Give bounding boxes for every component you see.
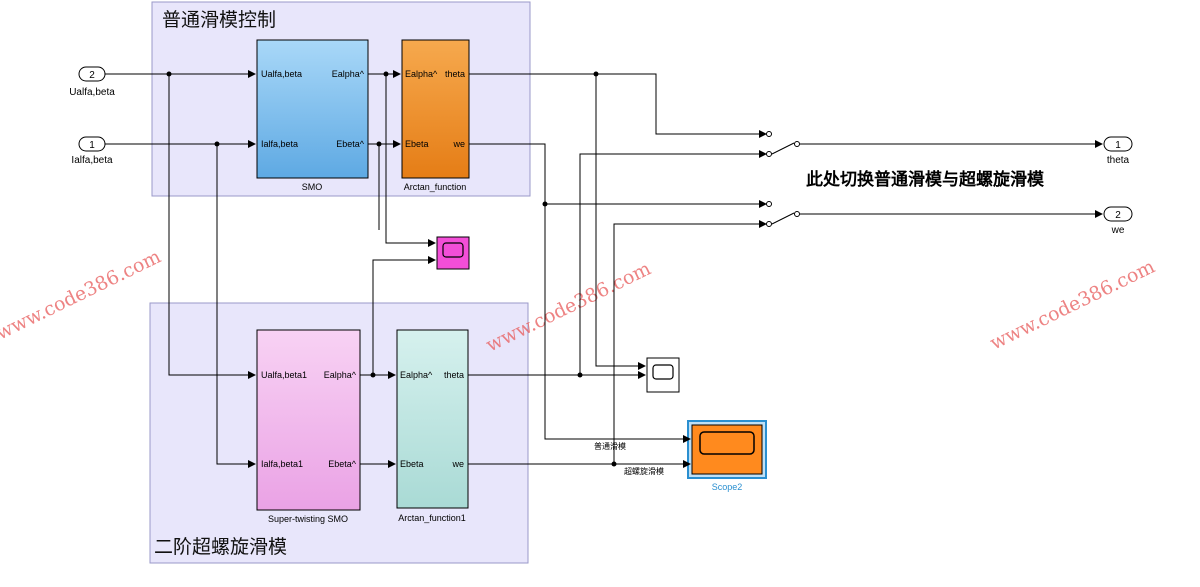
stsmo-out1-label: Ealpha^ (324, 370, 357, 380)
pink-scope[interactable] (436, 236, 470, 270)
theta-switch[interactable] (766, 131, 800, 157)
normal-smo-title: 普通滑模控制 (162, 9, 276, 31)
signal-lines (105, 70, 1103, 468)
stsmo-in1-label: Ualfa,beta1 (261, 370, 307, 380)
arctan-block-name: Arctan_function (404, 182, 467, 192)
arctan1-block[interactable]: Ealpha^ Ebeta theta we Arctan_function1 (396, 329, 469, 523)
smo-in1-label: Ualfa,beta (261, 69, 302, 79)
smo-block-name: SMO (302, 182, 323, 192)
arctan-out2-label: we (452, 139, 465, 149)
arctan1-block-name: Arctan_function1 (398, 513, 466, 523)
outport-we-label: we (1111, 225, 1125, 236)
inport-ualfa[interactable]: 2 Ualfa,beta (69, 66, 115, 98)
scope2[interactable]: Scope2 (687, 420, 767, 492)
arctan-in1-label: Ealpha^ (405, 69, 438, 79)
switch-annotation: 此处切换普通滑模与超螺旋滑模 (806, 169, 1045, 190)
stsmo-block-name: Super-twisting SMO (268, 514, 348, 524)
arctan1-in2-label: Ebeta (400, 459, 424, 469)
smo-out1-label: Ealpha^ (332, 69, 365, 79)
arctan-block[interactable]: Ealpha^ Ebeta theta we Arctan_function (401, 39, 470, 192)
inport-ualfa-number: 2 (89, 70, 95, 81)
smo-out2-label: Ebeta^ (336, 139, 365, 149)
signal-label-normal: 普通滑模 (594, 441, 626, 451)
super-twisting-title: 二阶超螺旋滑模 (154, 536, 287, 558)
outport-theta-number: 1 (1115, 140, 1121, 151)
arctan-in2-label: Ebeta (405, 139, 429, 149)
super-twisting-smo-block[interactable]: Ualfa,beta1 Ialfa,beta1 Ealpha^ Ebeta^ S… (256, 329, 361, 524)
outport-we[interactable]: 2 we (1103, 206, 1133, 236)
inport-ualfa-label: Ualfa,beta (69, 87, 115, 98)
scope2-name: Scope2 (712, 482, 743, 492)
outport-we-number: 2 (1115, 210, 1121, 221)
smo-in2-label: Ialfa,beta (261, 139, 298, 149)
stsmo-out2-label: Ebeta^ (328, 459, 357, 469)
outport-theta-label: theta (1107, 155, 1130, 166)
we-switch[interactable] (766, 201, 800, 227)
smo-block[interactable]: Ualfa,beta Ialfa,beta Ealpha^ Ebeta^ SMO (256, 39, 369, 192)
inport-ialfa-label: Ialfa,beta (71, 155, 113, 166)
watermark-right: www.code386.com (987, 256, 1159, 355)
watermark-left: www.code386.com (0, 246, 164, 345)
inport-ialfa-number: 1 (89, 140, 95, 151)
inport-ialfa[interactable]: 1 Ialfa,beta (71, 136, 113, 166)
arctan1-out1-label: theta (444, 370, 464, 380)
outport-theta[interactable]: 1 theta (1103, 136, 1133, 166)
arctan1-in1-label: Ealpha^ (400, 370, 433, 380)
arctan1-out2-label: we (451, 459, 464, 469)
signal-label-super: 超螺旋滑模 (624, 466, 664, 476)
white-scope[interactable] (646, 357, 680, 393)
arctan-out1-label: theta (445, 69, 465, 79)
junction-dots (166, 71, 617, 467)
stsmo-in2-label: Ialfa,beta1 (261, 459, 303, 469)
